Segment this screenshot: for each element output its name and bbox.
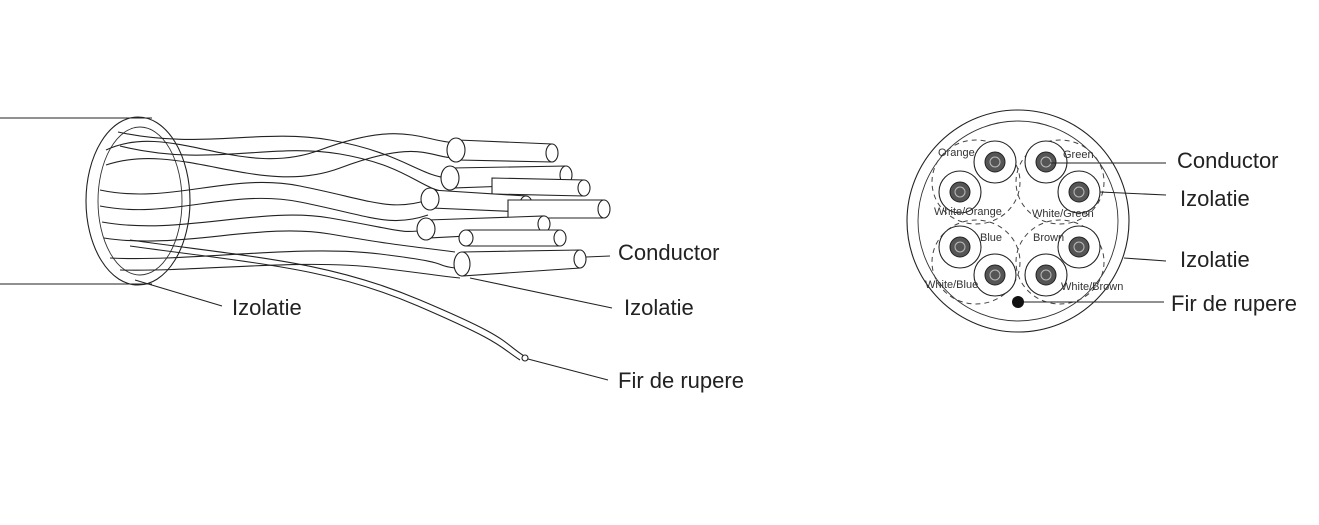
label-cs-rip-cord: Fir de rupere [1171, 291, 1297, 316]
pair-label-brown: Brown [1033, 232, 1064, 244]
twisted-pairs [99, 131, 461, 279]
leader-cs-insulation-inner [1099, 191, 1167, 196]
jacket-opening [85, 116, 191, 286]
leader-insulation [469, 277, 613, 309]
wire-orange [973, 140, 1017, 184]
label-cs-conductor: Conductor [1177, 148, 1279, 173]
label-cs-insulation-inner: Izolatie [1180, 186, 1250, 211]
jacket-inner-rim [97, 126, 183, 276]
inner-jacket-ring [917, 120, 1119, 322]
pair-blue-boundary [931, 219, 1021, 305]
label-conductor: Conductor [618, 240, 720, 265]
pair-label-green: Green [1063, 149, 1094, 161]
rip-cord-line [129, 239, 525, 357]
pair-label-white-brown: White/Brown [1061, 281, 1123, 293]
wire-blue [938, 225, 982, 269]
wire-ends [416, 137, 611, 277]
pair-label-white-green: White/Green [1032, 208, 1094, 220]
pair-green-boundary [1015, 139, 1105, 225]
pair-label-orange: Orange [938, 147, 975, 159]
label-insulation: Izolatie [624, 295, 694, 320]
label-rip-cord: Fir de rupere [618, 368, 744, 393]
wire-white-brown [1024, 253, 1068, 297]
cable-cross-section: Orange White/Orange Green White/Green Bl… [906, 109, 1297, 333]
leader-cs-insulation-outer [1123, 257, 1167, 262]
pair-brown-boundary [1015, 219, 1105, 305]
pair-orange-boundary [931, 139, 1021, 225]
wire-white-green [1057, 170, 1101, 214]
outer-jacket-ring [906, 109, 1130, 333]
rip-cord-end [521, 354, 529, 362]
cable-side-view: Izolatie Conductor Izolatie Fir de ruper… [0, 116, 744, 393]
leader-outer-insulation [134, 279, 223, 307]
pair-label-blue: Blue [980, 232, 1002, 244]
wire-brown [1057, 225, 1101, 269]
wire-green [1024, 140, 1068, 184]
leader-conductor [585, 255, 611, 258]
rip-cord-dot [1012, 296, 1024, 308]
label-outer-insulation: Izolatie [232, 295, 302, 320]
wire-white-orange [938, 170, 982, 214]
pair-label-white-orange: White/Orange [934, 206, 1002, 218]
label-cs-insulation-outer: Izolatie [1180, 247, 1250, 272]
leader-rip-cord [527, 358, 609, 381]
pair-label-white-blue: White/Blue [925, 279, 978, 291]
wire-white-blue [973, 253, 1017, 297]
